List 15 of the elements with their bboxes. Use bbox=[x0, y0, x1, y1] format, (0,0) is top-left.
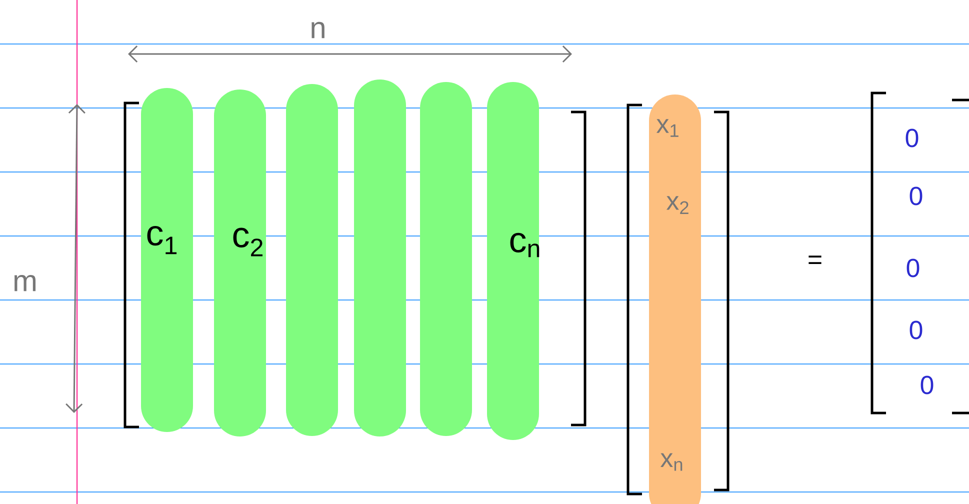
column-band: c$_{n}$ bbox=[487, 82, 540, 440]
column-band bbox=[286, 84, 338, 436]
vector-entry: 0 bbox=[910, 186, 922, 206]
vector-band: x$_{1}$ x$_{2}$ x$_{n}$ bbox=[649, 94, 701, 504]
vector-entry: 0 bbox=[920, 376, 934, 394]
vector-entry: 0 bbox=[906, 258, 920, 278]
equals-sign: = bbox=[808, 256, 822, 264]
column-band bbox=[420, 82, 472, 436]
dimension-label: m bbox=[14, 274, 36, 292]
vector-entry: 0 bbox=[906, 128, 918, 148]
column-band: c$_{1}$ bbox=[141, 88, 193, 432]
vector-entry: 0 bbox=[910, 320, 922, 340]
dimension-label: n bbox=[312, 22, 324, 38]
column-band: c$_{2}$ bbox=[214, 90, 266, 436]
column-band bbox=[354, 80, 406, 436]
